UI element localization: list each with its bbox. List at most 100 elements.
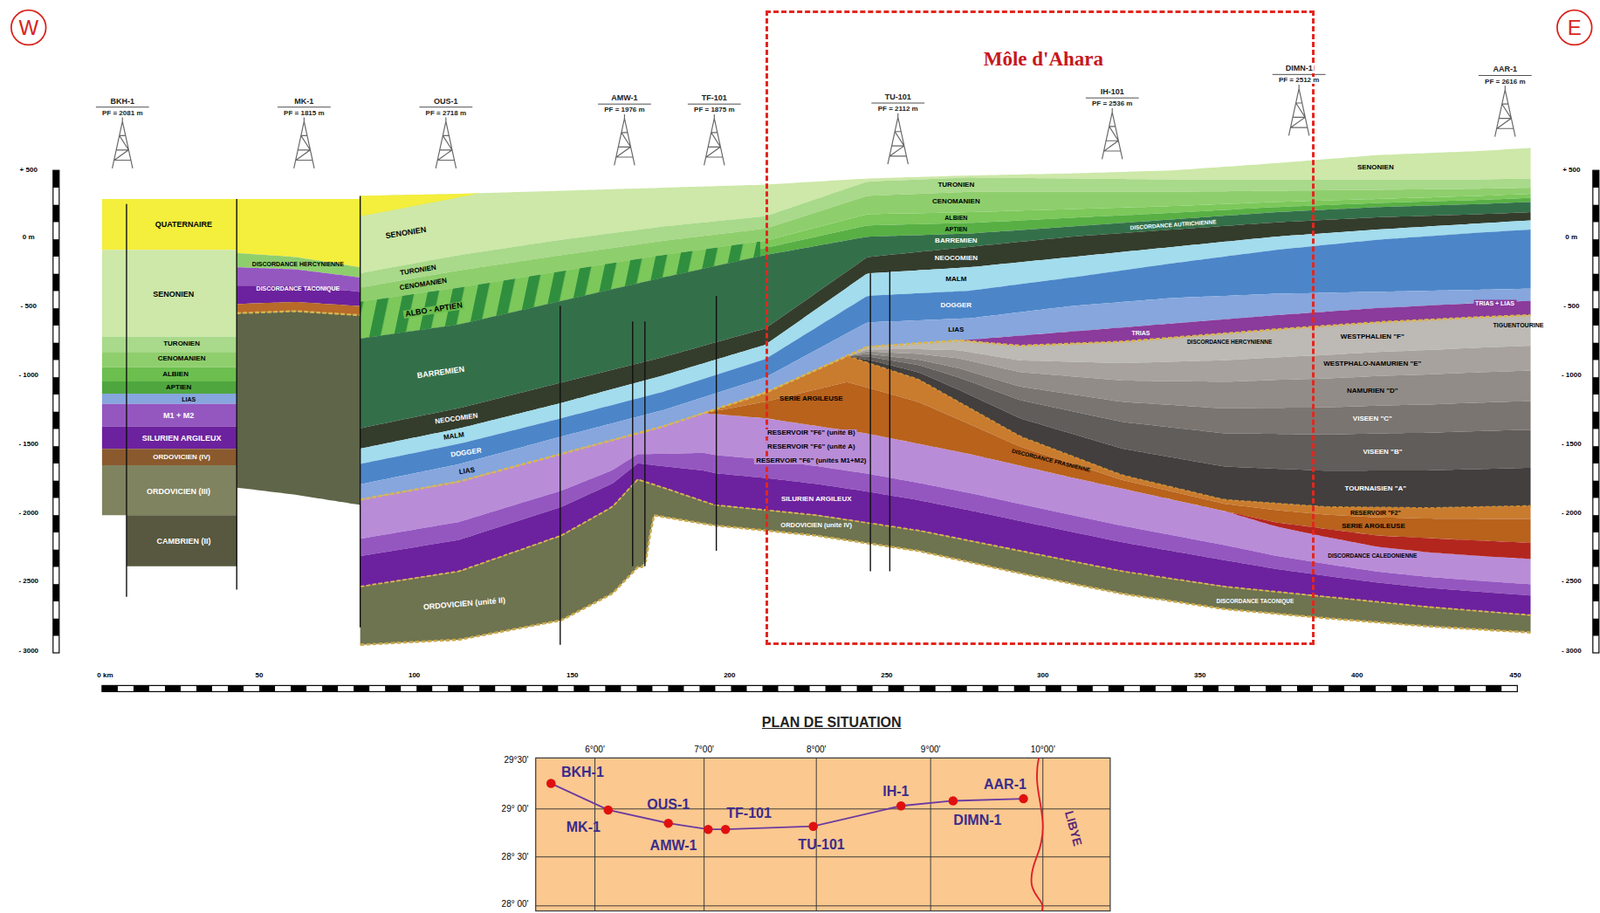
layer-label: APTIEN xyxy=(165,384,192,392)
map-grid xyxy=(535,856,1111,858)
map-coordinate: 6°00' xyxy=(584,745,605,755)
layer-label: SILURIEN ARGILEUX xyxy=(781,495,852,503)
map-well-name: AMW-1 xyxy=(650,838,698,853)
distance-scale xyxy=(1014,685,1031,692)
layer-label: LIAS xyxy=(947,326,964,334)
layer-label: MALM xyxy=(945,275,967,283)
structure-name: Môle d'Ahara xyxy=(983,48,1104,69)
layer-label: DISCORDANCE HERCYNIENNE xyxy=(1187,338,1273,345)
distance-scale xyxy=(1171,685,1188,692)
layer-label: DOGGER xyxy=(940,302,973,310)
well-depth: PF = 2112 m xyxy=(876,105,921,113)
layer-label: TURONIEN xyxy=(937,181,975,189)
depth-tick: - 2500 xyxy=(1561,577,1582,585)
layer-label: RESERVOIR "F6" (unités M1+M2) xyxy=(754,457,868,465)
map-well-name: DIMN-1 xyxy=(953,813,1002,828)
distance-scale xyxy=(857,685,873,692)
rock-layer xyxy=(1224,511,1532,560)
depth-tick: + 500 xyxy=(1562,166,1580,174)
distance-scale xyxy=(447,685,464,692)
unconformity xyxy=(846,356,1531,509)
distance-tick: 50 xyxy=(254,672,263,680)
well-dot xyxy=(663,818,673,829)
distance-scale xyxy=(636,685,653,692)
distance-scale xyxy=(259,685,275,692)
location-map: PLAN DE SITUATIONBKH-1MK-1OUS-1AMW-1TF-1… xyxy=(535,708,1111,911)
well-name: DIMN-1 xyxy=(1284,64,1315,73)
distance-scale xyxy=(794,685,811,692)
depth-scale xyxy=(53,618,60,637)
well-name: AAR-1 xyxy=(1491,65,1520,74)
layer-label: RESERVOIR "F2" xyxy=(1350,508,1401,516)
well-rule xyxy=(277,106,331,108)
well-depth: PF = 2718 m xyxy=(424,109,468,117)
layer-label: SERIE ARGILEUSE xyxy=(779,395,844,403)
map-coordinate: 29°30' xyxy=(503,755,529,765)
distance-scale xyxy=(1391,685,1408,692)
depth-tick: - 3000 xyxy=(1561,647,1582,655)
distance-scale xyxy=(1297,685,1313,692)
well-depth: PF = 1815 m xyxy=(281,109,326,117)
well-name: BKH-1 xyxy=(109,96,138,105)
distance-scale xyxy=(542,685,558,692)
distance-scale xyxy=(604,685,621,692)
distance-scale xyxy=(133,685,150,692)
layer-label: WESTPHALIEN "F" xyxy=(1340,333,1405,341)
fault-line xyxy=(889,270,891,572)
depth-tick: 0 m xyxy=(22,233,35,241)
distance-scale xyxy=(164,685,181,692)
depth-tick: - 2500 xyxy=(18,577,39,585)
rock-layer xyxy=(102,381,237,394)
distance-scale xyxy=(384,685,401,692)
depth-scale xyxy=(53,515,60,533)
map-well-name: TU-101 xyxy=(797,837,845,852)
distance-scale xyxy=(951,685,968,692)
distance-scale xyxy=(1454,685,1470,692)
depth-scale xyxy=(1593,170,1600,188)
distance-tick: 350 xyxy=(1194,672,1206,680)
layer-label: ALBIEN xyxy=(944,213,968,220)
distance-scale xyxy=(227,685,244,692)
well-derrick xyxy=(887,113,908,165)
distance-scale xyxy=(353,685,370,692)
well-depth: PF = 2081 m xyxy=(100,109,145,117)
well-depth: PF = 2536 m xyxy=(1090,100,1134,108)
well-rule xyxy=(597,103,652,105)
well-derrick xyxy=(112,116,133,168)
rock-layer xyxy=(360,479,1532,645)
distance-scale xyxy=(1108,685,1125,692)
depth-tick: - 1000 xyxy=(1561,371,1582,379)
well-rule xyxy=(687,103,742,105)
distance-scale xyxy=(699,685,715,692)
layer-label: TURONIEN xyxy=(163,340,200,348)
map-coordinate: 28° 00' xyxy=(501,899,529,909)
well-rule xyxy=(1272,74,1326,76)
distance-scale xyxy=(102,685,1518,692)
layer-label: CAMBRIEN (II) xyxy=(156,536,211,545)
compass-letter: W xyxy=(18,17,39,39)
depth-scale xyxy=(1593,239,1600,257)
distance-scale xyxy=(1139,685,1156,692)
map-well-name: OUS-1 xyxy=(646,797,690,812)
well-dot xyxy=(948,796,959,806)
unconformity xyxy=(360,515,1532,645)
depth-tick: - 500 xyxy=(1563,302,1580,310)
distance-tick: 200 xyxy=(723,672,735,680)
distance-scale xyxy=(1202,685,1219,692)
layer-label: SILURIEN ARGILEUX xyxy=(142,433,222,442)
well-dot xyxy=(896,801,907,811)
unconformity xyxy=(360,479,1532,615)
layer-label: DISCORDANCE TACONIQUE xyxy=(1216,597,1295,605)
rock-layer xyxy=(846,356,1531,471)
distance-tick: 450 xyxy=(1509,672,1521,680)
well-name: MK-1 xyxy=(292,96,316,105)
depth-scale xyxy=(53,170,60,653)
well-dot xyxy=(808,821,818,831)
rock-layer xyxy=(236,311,360,506)
well-derrick xyxy=(704,114,725,165)
layer-label: DISCORDANCE HERCYNIENNE xyxy=(252,260,344,267)
country-name: LIBYE xyxy=(1063,809,1085,847)
distance-tick: 100 xyxy=(408,672,420,680)
map-grid xyxy=(535,808,1111,810)
layer-label: LIAS xyxy=(181,396,196,403)
